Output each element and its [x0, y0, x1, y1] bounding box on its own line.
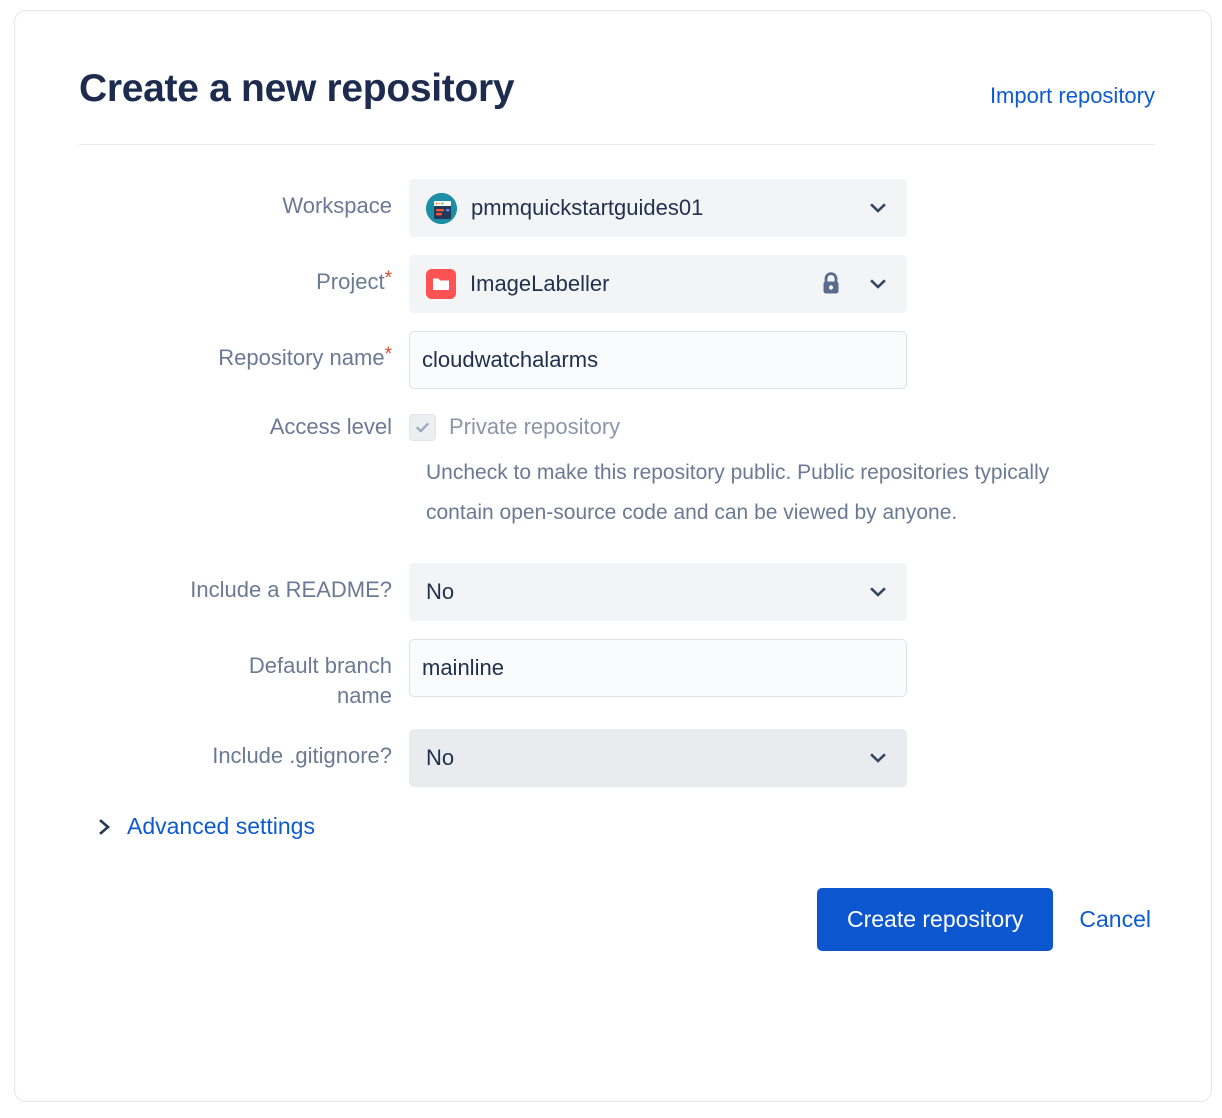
include-readme-value: No: [426, 579, 455, 604]
chevron-down-icon: [868, 582, 888, 602]
advanced-settings-toggle[interactable]: Advanced settings: [97, 813, 315, 840]
access-level-row: Access level Private repository: [79, 407, 1155, 447]
access-level-label: Access level: [269, 414, 392, 439]
repository-name-label-text: Repository name: [218, 345, 385, 370]
default-branch-row: Default branch name: [79, 639, 1155, 711]
workspace-select[interactable]: pmmquickstartguides01: [409, 179, 907, 237]
include-readme-label: Include a README?: [190, 577, 392, 602]
access-level-help-row: Uncheck to make this repository public. …: [79, 453, 1155, 533]
create-repository-card: Create a new repository Import repositor…: [14, 10, 1212, 1102]
chevron-down-icon: [868, 274, 888, 294]
include-readme-row: Include a README? No: [79, 563, 1155, 621]
import-repository-link[interactable]: Import repository: [989, 83, 1155, 108]
advanced-settings-label: Advanced settings: [127, 813, 315, 839]
include-readme-select[interactable]: No: [409, 563, 907, 621]
chevron-down-icon: [868, 748, 888, 768]
workspace-label: Workspace: [282, 193, 392, 218]
page-title: Create a new repository: [79, 67, 515, 110]
checkmark-icon: [416, 422, 429, 432]
create-repository-button[interactable]: Create repository: [816, 888, 1054, 951]
include-gitignore-value: No: [426, 745, 455, 770]
chevron-right-icon: [97, 817, 113, 837]
private-repository-label: Private repository: [449, 414, 621, 439]
private-repository-checkbox[interactable]: [409, 413, 436, 441]
repository-name-label: Repository name*: [79, 331, 409, 373]
default-branch-input[interactable]: [409, 639, 907, 697]
project-value: ImageLabeller: [470, 271, 610, 296]
workspace-avatar-icon: [426, 192, 457, 224]
project-required-asterisk: *: [384, 268, 392, 289]
project-label-text: Project: [316, 269, 385, 294]
chevron-down-icon: [868, 198, 888, 218]
card-header: Create a new repository Import repositor…: [79, 66, 1155, 145]
project-label: Project*: [79, 255, 409, 297]
access-level-help-text: Uncheck to make this repository public. …: [426, 461, 1050, 524]
workspace-row: Workspace: [79, 179, 1155, 237]
repository-name-input[interactable]: [409, 331, 907, 389]
include-gitignore-row: Include .gitignore? No: [79, 729, 1155, 787]
folder-icon: [426, 269, 456, 299]
default-branch-label: Default branch name: [248, 653, 392, 708]
project-select[interactable]: ImageLabeller: [409, 255, 907, 313]
lock-icon: [818, 270, 844, 298]
cancel-button[interactable]: Cancel: [1075, 906, 1155, 933]
form-footer: Create repository Cancel: [79, 888, 1155, 951]
include-gitignore-label: Include .gitignore?: [212, 743, 392, 768]
repository-name-required-asterisk: *: [384, 344, 392, 365]
project-row: Project* ImageLabeller: [79, 255, 1155, 313]
workspace-value: pmmquickstartguides01: [471, 195, 704, 220]
repository-name-row: Repository name*: [79, 331, 1155, 389]
create-repository-form: Workspace: [79, 145, 1155, 951]
include-gitignore-select[interactable]: No: [409, 729, 907, 787]
